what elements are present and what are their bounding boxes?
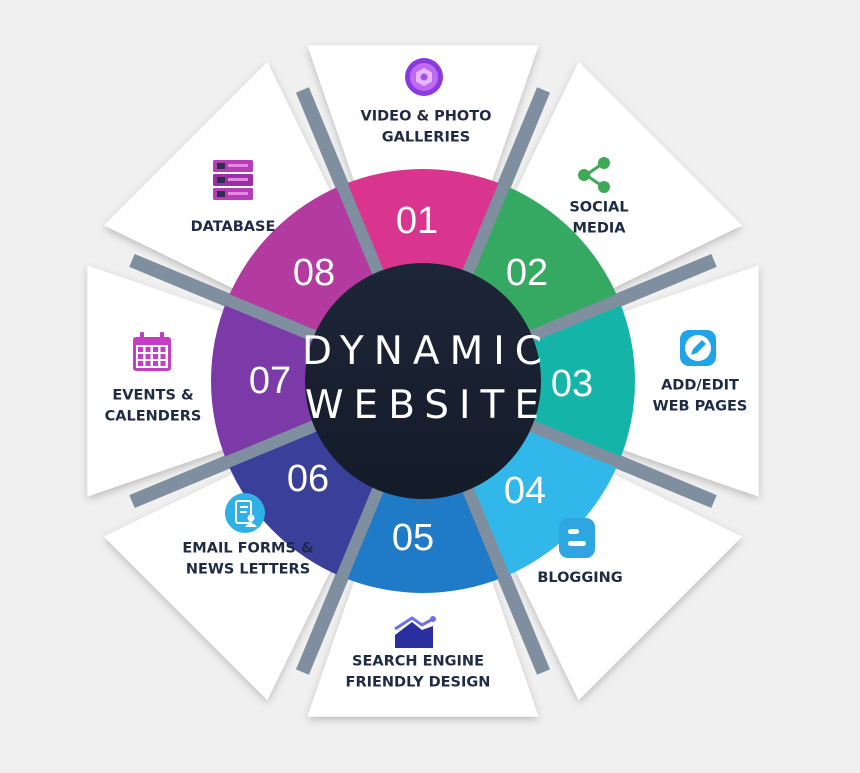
segment-label-07: EVENTS & xyxy=(112,388,194,404)
segment-label-05: FRIENDLY DESIGN xyxy=(346,675,491,691)
ring-separator xyxy=(335,480,387,582)
segment-label-03: WEB PAGES xyxy=(653,399,748,415)
video-gallery-icon xyxy=(405,58,443,96)
ring-separator xyxy=(222,293,324,345)
segment-label-04: BLOGGING xyxy=(537,570,622,586)
segment-label-02: MEDIA xyxy=(573,221,627,237)
segment-label-01: GALLERIES xyxy=(382,130,470,146)
segment-label-08: DATABASE xyxy=(191,219,276,235)
center-hub: DYNAMIC WEBSITE xyxy=(302,263,552,499)
database-server-icon xyxy=(213,160,253,200)
document-user-icon xyxy=(225,493,265,533)
segment-number-07: 07 xyxy=(249,360,291,402)
ring-separator xyxy=(459,180,511,282)
segment-number-08: 08 xyxy=(293,252,335,294)
segment-label-05: SEARCH ENGINE xyxy=(352,654,484,670)
segment-number-03: 03 xyxy=(551,363,593,405)
ring-separator xyxy=(335,180,387,282)
ring-separator xyxy=(522,417,624,469)
segment-label-07: CALENDERS xyxy=(105,409,202,425)
ring-separator xyxy=(459,480,511,582)
share-icon xyxy=(578,157,610,193)
title-line-2: WEBSITE xyxy=(305,383,549,428)
segment-label-01: VIDEO & PHOTO xyxy=(361,109,492,125)
blogger-icon xyxy=(559,518,595,558)
segment-label-06: EMAIL FORMS & xyxy=(182,541,314,557)
title-line-1: DYNAMIC xyxy=(302,329,552,374)
edit-pencil-icon xyxy=(680,330,716,366)
segment-numbers: 01 02 03 04 05 06 07 08 xyxy=(249,200,593,559)
calendar-icon xyxy=(133,332,171,371)
segment-number-02: 02 xyxy=(506,252,548,294)
segment-label-06: NEWS LETTERS xyxy=(186,562,310,578)
segment-label-03: ADD/EDIT xyxy=(661,378,739,394)
center-circle xyxy=(305,263,541,499)
ring-separator xyxy=(222,417,324,469)
segment-number-04: 04 xyxy=(504,470,546,512)
segment-label-02: SOCIAL xyxy=(569,200,628,216)
segment-number-01: 01 xyxy=(396,200,438,242)
ring-separator xyxy=(522,293,624,345)
segment-icons xyxy=(133,58,716,648)
segment-number-06: 06 xyxy=(287,458,329,500)
growth-chart-icon xyxy=(394,616,436,648)
segment-labels: VIDEO & PHOTO GALLERIES SOCIAL MEDIA ADD/EDI… xyxy=(105,109,748,691)
segment-number-05: 05 xyxy=(392,517,434,559)
